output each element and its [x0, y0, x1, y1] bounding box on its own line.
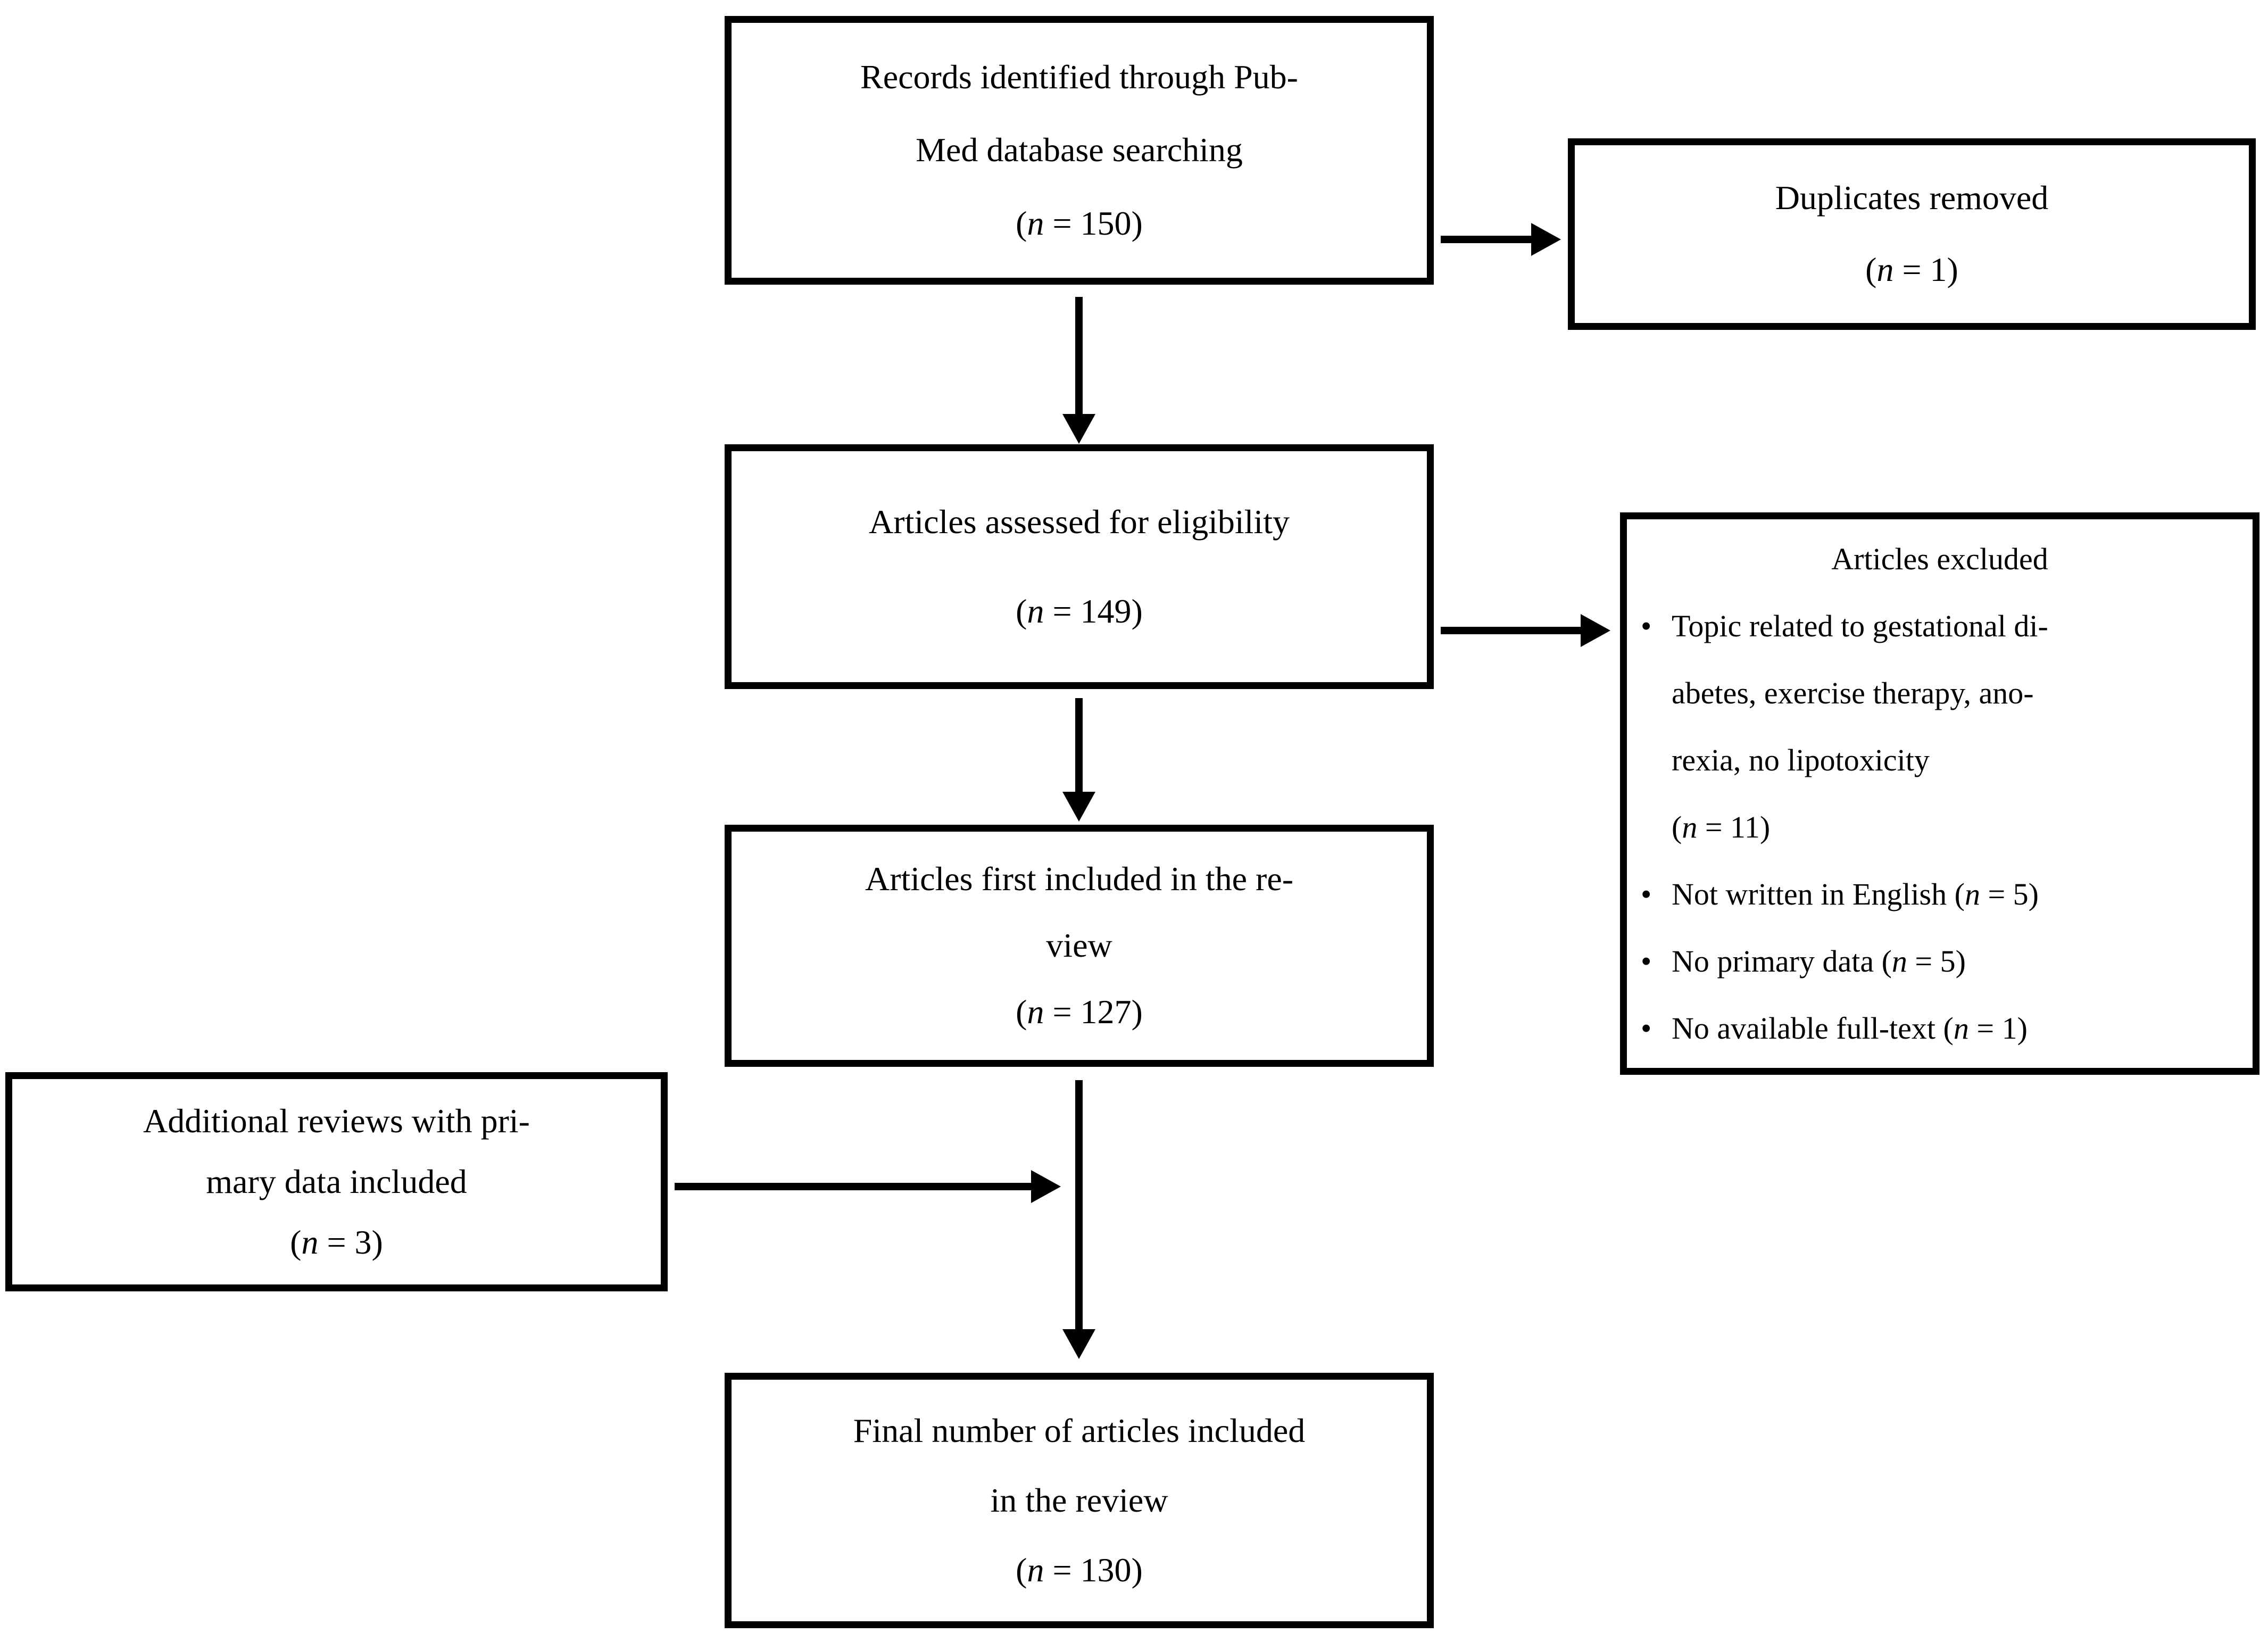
record-count: (n = 150): [1016, 204, 1143, 242]
record-count: (n = 1): [1943, 1010, 2028, 1046]
arrow-line: [1441, 236, 1534, 243]
box-text-line: in the review: [990, 1481, 1168, 1519]
arrow-head-icon: [1062, 792, 1095, 822]
record-count: (n = 1): [1865, 251, 1958, 289]
bullet-marker: •: [1641, 943, 1652, 979]
exclusion-reason: • No primary data (n = 5): [1641, 928, 2239, 995]
exclusion-reason-line: No available full-text (n = 1): [1672, 1010, 2028, 1046]
bullet-marker: •: [1641, 876, 1652, 911]
record-count: (n = 130): [1016, 1550, 1143, 1589]
arrow-line: [1075, 698, 1083, 794]
box-text-line: Duplicates removed: [1775, 179, 2049, 217]
exclusion-reason-line: Topic related to gestational di-: [1672, 608, 2048, 643]
arrow-line: [1075, 1080, 1083, 1331]
records-identified-box: Records identified through Pub- Med data…: [725, 16, 1434, 285]
bullet-marker: •: [1641, 1010, 1652, 1046]
exclusion-reason: • No available full-text (n = 1): [1641, 995, 2239, 1062]
exclusion-reason-line: rexia, no lipotoxicity: [1672, 742, 1930, 777]
exclusion-reason-line: abetes, exercise therapy, ano-: [1672, 675, 2034, 710]
record-count: (n = 149): [1016, 592, 1143, 630]
arrow-head-icon: [1531, 223, 1561, 256]
arrow-head-icon: [1062, 1329, 1095, 1359]
articles-excluded-box: Articles excluded • Topic related to ges…: [1620, 512, 2259, 1075]
box-text-line: mary data included: [206, 1162, 467, 1200]
box-text-line: Records identified through Pub-: [860, 57, 1298, 96]
record-count: (n = 127): [1016, 993, 1143, 1031]
box-text-line: view: [1046, 926, 1112, 965]
bullet-marker: •: [1641, 608, 1652, 643]
record-count: (n = 3): [290, 1223, 383, 1261]
arrow-line: [1075, 297, 1083, 417]
excluded-box-title: Articles excluded: [1831, 541, 2048, 576]
arrow-line: [1441, 627, 1583, 634]
record-count: (n = 11): [1672, 809, 1771, 844]
record-count: (n = 5): [1954, 876, 2039, 911]
arrow-head-icon: [1062, 414, 1095, 444]
box-text-line: Articles first included in the re-: [865, 860, 1294, 898]
articles-assessed-box: Articles assessed for eligibility (n = 1…: [725, 444, 1434, 689]
exclusion-reason: • Topic related to gestational di- abete…: [1641, 593, 2239, 861]
arrow-head-icon: [1581, 614, 1610, 647]
first-included-box: Articles first included in the re- view …: [725, 825, 1434, 1067]
box-text-line: Additional reviews with pri-: [143, 1101, 530, 1140]
final-included-box: Final number of articles included in the…: [725, 1373, 1434, 1628]
arrow-line: [675, 1183, 1034, 1190]
exclusion-reason-line: Not written in English (n = 5): [1672, 876, 2039, 911]
record-count: (n = 5): [1881, 943, 1966, 979]
exclusion-reason-line: No primary data (n = 5): [1672, 943, 1966, 979]
box-text-line: Final number of articles included: [853, 1411, 1306, 1449]
box-text-line: Articles assessed for eligibility: [869, 502, 1290, 541]
exclusion-reason: • Not written in English (n = 5): [1641, 861, 2239, 928]
arrow-head-icon: [1031, 1170, 1061, 1203]
additional-reviews-box: Additional reviews with pri- mary data i…: [5, 1072, 668, 1291]
duplicates-removed-box: Duplicates removed (n = 1): [1568, 138, 2256, 330]
box-text-line: Med database searching: [916, 131, 1243, 169]
